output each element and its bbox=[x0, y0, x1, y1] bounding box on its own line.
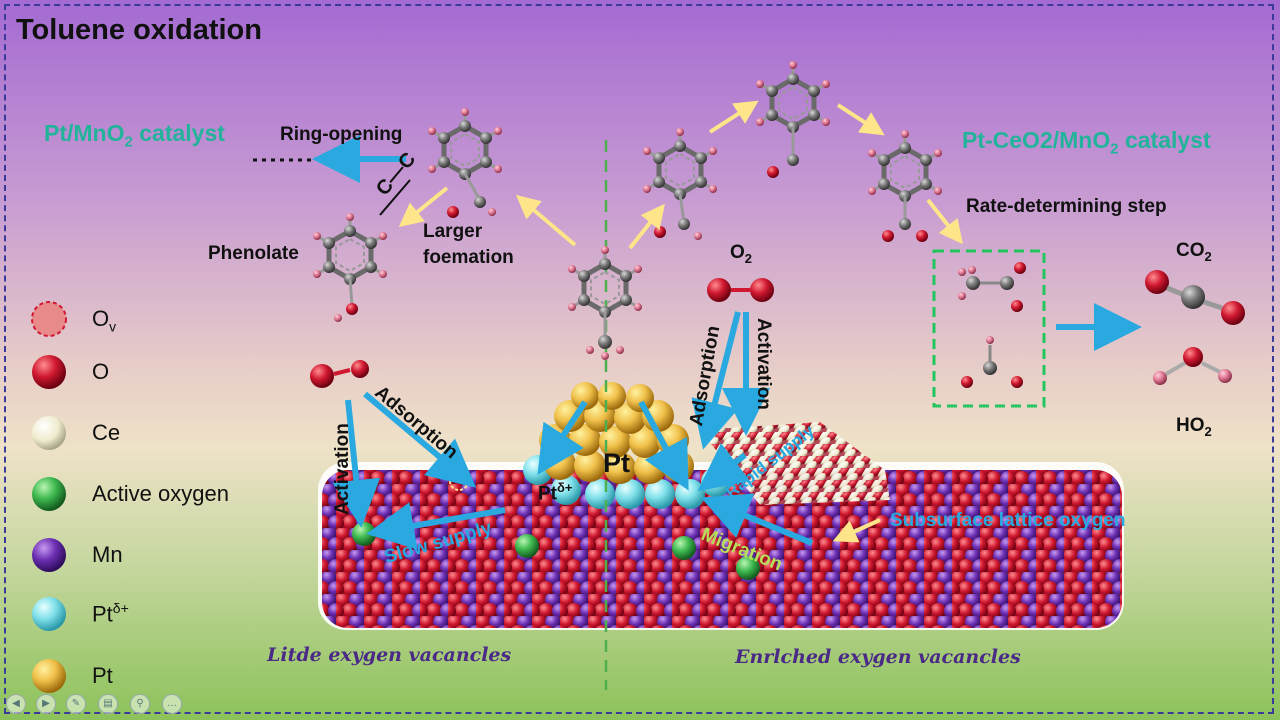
ho2-label: HO2 bbox=[1176, 415, 1212, 439]
legend-pt-label: Pt bbox=[92, 663, 113, 688]
subsurface-label: Subsurface lattice oxygen bbox=[890, 510, 1126, 531]
catalyst-right-sub: 2 bbox=[1110, 140, 1119, 158]
legend-active-oxygen-label: Active oxygen bbox=[92, 481, 229, 506]
benzaldehyde-left bbox=[428, 108, 502, 218]
catalyst-left-label: Pt/MnO2 catalyst bbox=[44, 120, 225, 151]
vacancies-right-label: Enrlched exygen vacancles bbox=[735, 646, 1021, 668]
pt-label: Pt bbox=[603, 448, 630, 478]
legend-ptd-main: Pt bbox=[92, 601, 113, 627]
o2-sub: 2 bbox=[744, 250, 753, 266]
toolbar-forward-icon[interactable]: ▶ bbox=[36, 694, 56, 714]
rate-determining-box bbox=[932, 249, 1046, 408]
o2-molecule-left bbox=[310, 360, 369, 388]
ho2-molecule bbox=[1153, 347, 1232, 385]
toolbar-pen-icon[interactable]: ✎ bbox=[66, 694, 86, 714]
toolbar-more-icon[interactable]: … bbox=[162, 694, 182, 714]
activation-left-label: Activation bbox=[332, 423, 353, 515]
formate-species bbox=[961, 336, 1023, 388]
catalyst-right-rest: catalyst bbox=[1118, 127, 1211, 153]
phenolate-molecule bbox=[313, 213, 387, 322]
legend-o-label: O bbox=[92, 359, 110, 384]
catalyst-left-main: Pt/MnO bbox=[44, 120, 125, 146]
catalyst-left-sub: 2 bbox=[124, 133, 133, 151]
ho2-sub: 2 bbox=[1204, 423, 1212, 439]
vacancies-left-label: Litde exygen vacancles bbox=[267, 644, 512, 666]
benzoate-molecule bbox=[868, 130, 942, 242]
catalyst-left-rest: catalyst bbox=[132, 120, 225, 146]
page-title: Toluene oxidation bbox=[16, 14, 262, 46]
ring-opening-label: Ring-opening bbox=[280, 124, 403, 145]
acetate-species bbox=[958, 262, 1026, 312]
pt-delta-sup: δ+ bbox=[557, 480, 573, 495]
co2-molecule bbox=[1145, 270, 1245, 325]
legend-spheres bbox=[31, 301, 67, 693]
legend-mn-label: Mn bbox=[92, 542, 123, 567]
toolbar-zoom-icon[interactable]: ⚲ bbox=[130, 694, 150, 714]
pt-delta-label: Ptδ+ bbox=[538, 480, 572, 505]
legend-ov-label: Ov bbox=[92, 306, 116, 334]
rate-determining-label: Rate-determining step bbox=[966, 196, 1167, 217]
toluene-molecule bbox=[568, 246, 642, 360]
legend-ptd-label: Ptδ+ bbox=[92, 600, 129, 627]
phenolate-label: Phenolate bbox=[208, 243, 299, 264]
legend-ptd-sup: δ+ bbox=[112, 600, 129, 616]
activation-right-label: Activation bbox=[753, 318, 774, 410]
mno2-surface-slab bbox=[318, 462, 1124, 630]
ho2-main: HO bbox=[1176, 415, 1205, 436]
catalyst-right-label: Pt-CeO2/MnO2 catalyst bbox=[962, 127, 1211, 158]
legend-ce-label: Ce bbox=[92, 420, 121, 445]
o2-label: O2 bbox=[730, 242, 752, 266]
yellow-pathway-arrows bbox=[398, 100, 963, 543]
foemation-label: foemation bbox=[423, 247, 514, 268]
catalyst-right-main: Pt-CeO2/MnO bbox=[962, 127, 1111, 153]
legend-ov-sub: v bbox=[109, 318, 117, 335]
pt-delta-main: Pt bbox=[538, 483, 557, 505]
benzoic-intermediate bbox=[756, 61, 830, 178]
toolbar-back-icon[interactable]: ◀ bbox=[6, 694, 26, 714]
o2-main: O bbox=[730, 242, 745, 263]
blue-pathway-arrows bbox=[312, 135, 1142, 550]
co2-label: CO2 bbox=[1176, 240, 1212, 264]
co2-sub: 2 bbox=[1204, 248, 1212, 264]
toolbar-slides-icon[interactable]: ▤ bbox=[98, 694, 118, 714]
co2-main: CO bbox=[1176, 240, 1205, 261]
o2-molecule-right bbox=[707, 278, 774, 302]
larger-label: Larger bbox=[423, 221, 483, 242]
legend-ov-main: O bbox=[92, 306, 110, 331]
cc-bond-slash bbox=[379, 179, 411, 216]
